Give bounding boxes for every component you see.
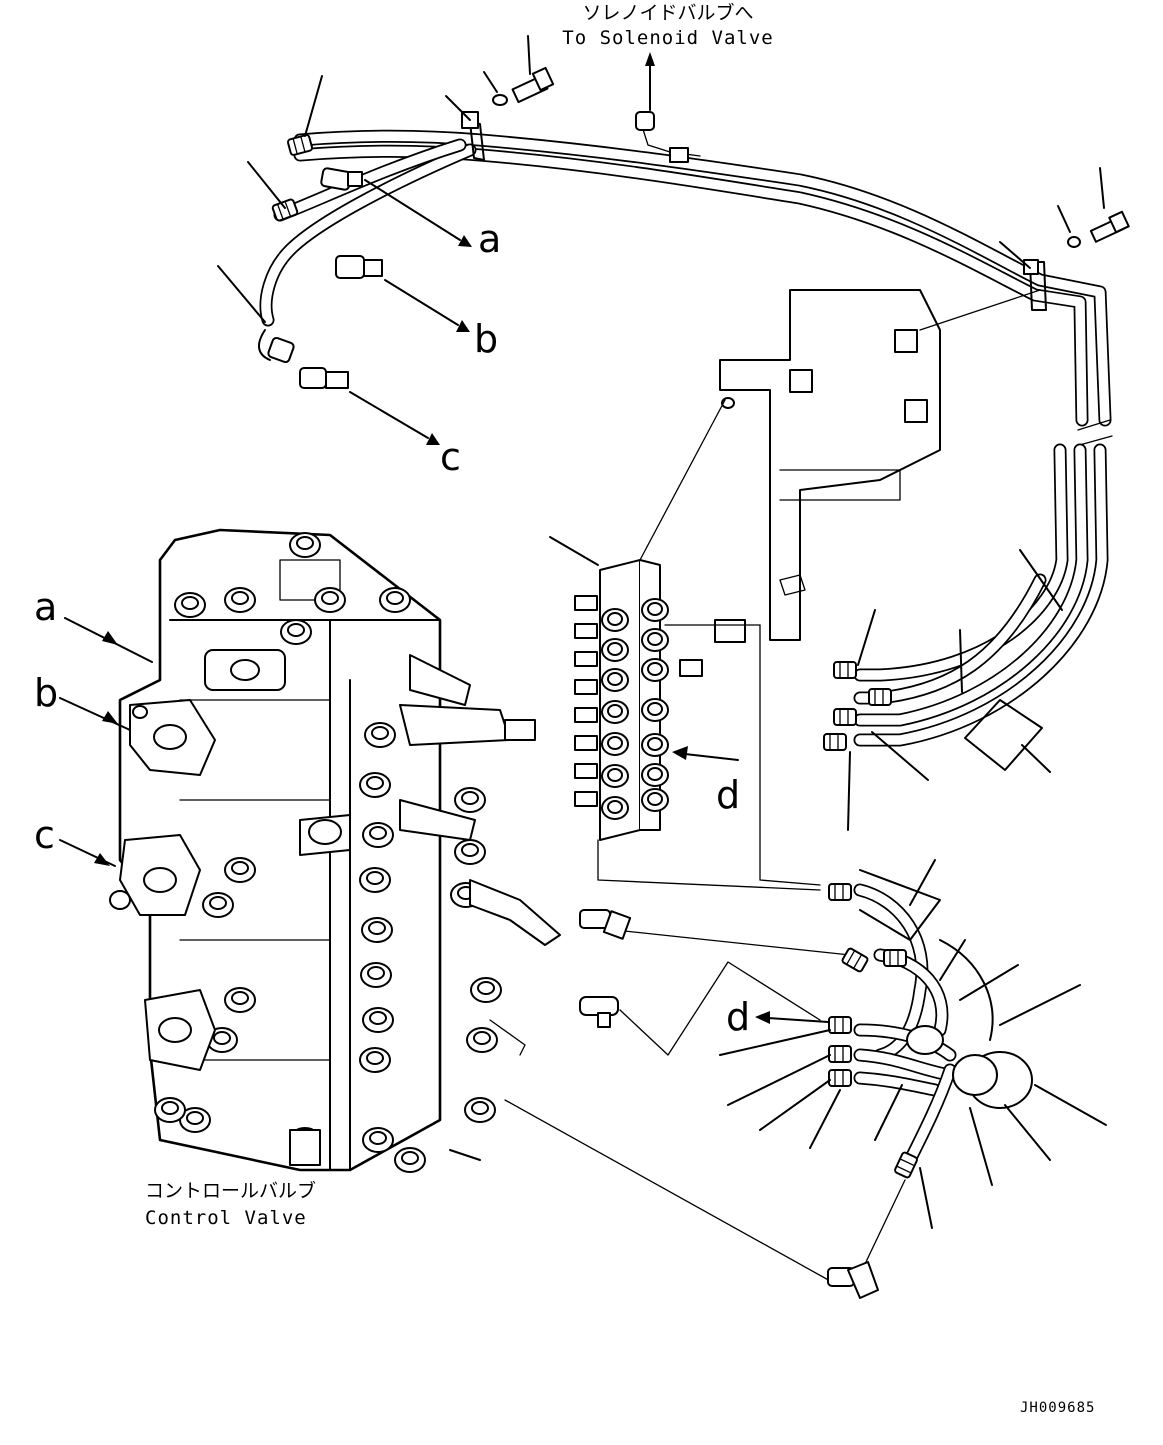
marker-c-top: c xyxy=(440,435,461,479)
top-bolt-left xyxy=(492,66,555,106)
drawing-code: JH009685 xyxy=(1020,1400,1095,1416)
connection-lines xyxy=(504,624,906,1299)
lower-fitting-2 xyxy=(579,996,619,1028)
valve-solenoid-upper xyxy=(399,654,561,946)
top-clamp-right xyxy=(1023,259,1047,311)
control-valve xyxy=(59,528,561,1173)
marker-b-valve: b xyxy=(34,671,58,715)
manifold-block xyxy=(549,399,739,841)
loose-fitting-a xyxy=(320,167,472,247)
lower-fitting-1 xyxy=(579,909,632,940)
marker-a-valve: a xyxy=(34,585,57,629)
manifold-ports-left xyxy=(574,595,598,807)
marker-c-valve: c xyxy=(34,813,55,857)
upper-hose-bundle xyxy=(258,66,1130,747)
loose-fitting-c xyxy=(299,367,440,445)
solenoid-label-jp: ソレノイドバルブへ xyxy=(582,1,753,24)
valve-flange-b xyxy=(129,699,216,776)
marker-d-lower: d xyxy=(726,995,750,1039)
lower-right-hose-group xyxy=(719,859,1107,1229)
solenoid-callout: ソレノイドバルブへ To Solenoid Valve xyxy=(562,1,773,111)
mounting-bracket xyxy=(714,289,1041,643)
marker-a-top: a xyxy=(478,217,501,261)
solenoid-arrow-head xyxy=(645,52,655,66)
right-hose-fittings xyxy=(823,549,1063,831)
control-valve-label-en: Control Valve xyxy=(145,1207,307,1229)
grommet-plate xyxy=(906,1025,1033,1109)
loose-fitting-b xyxy=(335,255,470,332)
solenoid-label-en: To Solenoid Valve xyxy=(562,27,773,49)
marker-b-top: b xyxy=(474,317,498,361)
marker-d-manifold: d xyxy=(716,773,740,817)
lower-fitting-3 xyxy=(827,1261,879,1299)
leader-lines-top xyxy=(217,35,1105,323)
valve-flange-a xyxy=(204,649,286,691)
valve-flange-c xyxy=(109,834,201,916)
top-bolt-right xyxy=(1067,210,1130,248)
control-valve-label-jp: コントロールバルブ xyxy=(145,1179,316,1202)
